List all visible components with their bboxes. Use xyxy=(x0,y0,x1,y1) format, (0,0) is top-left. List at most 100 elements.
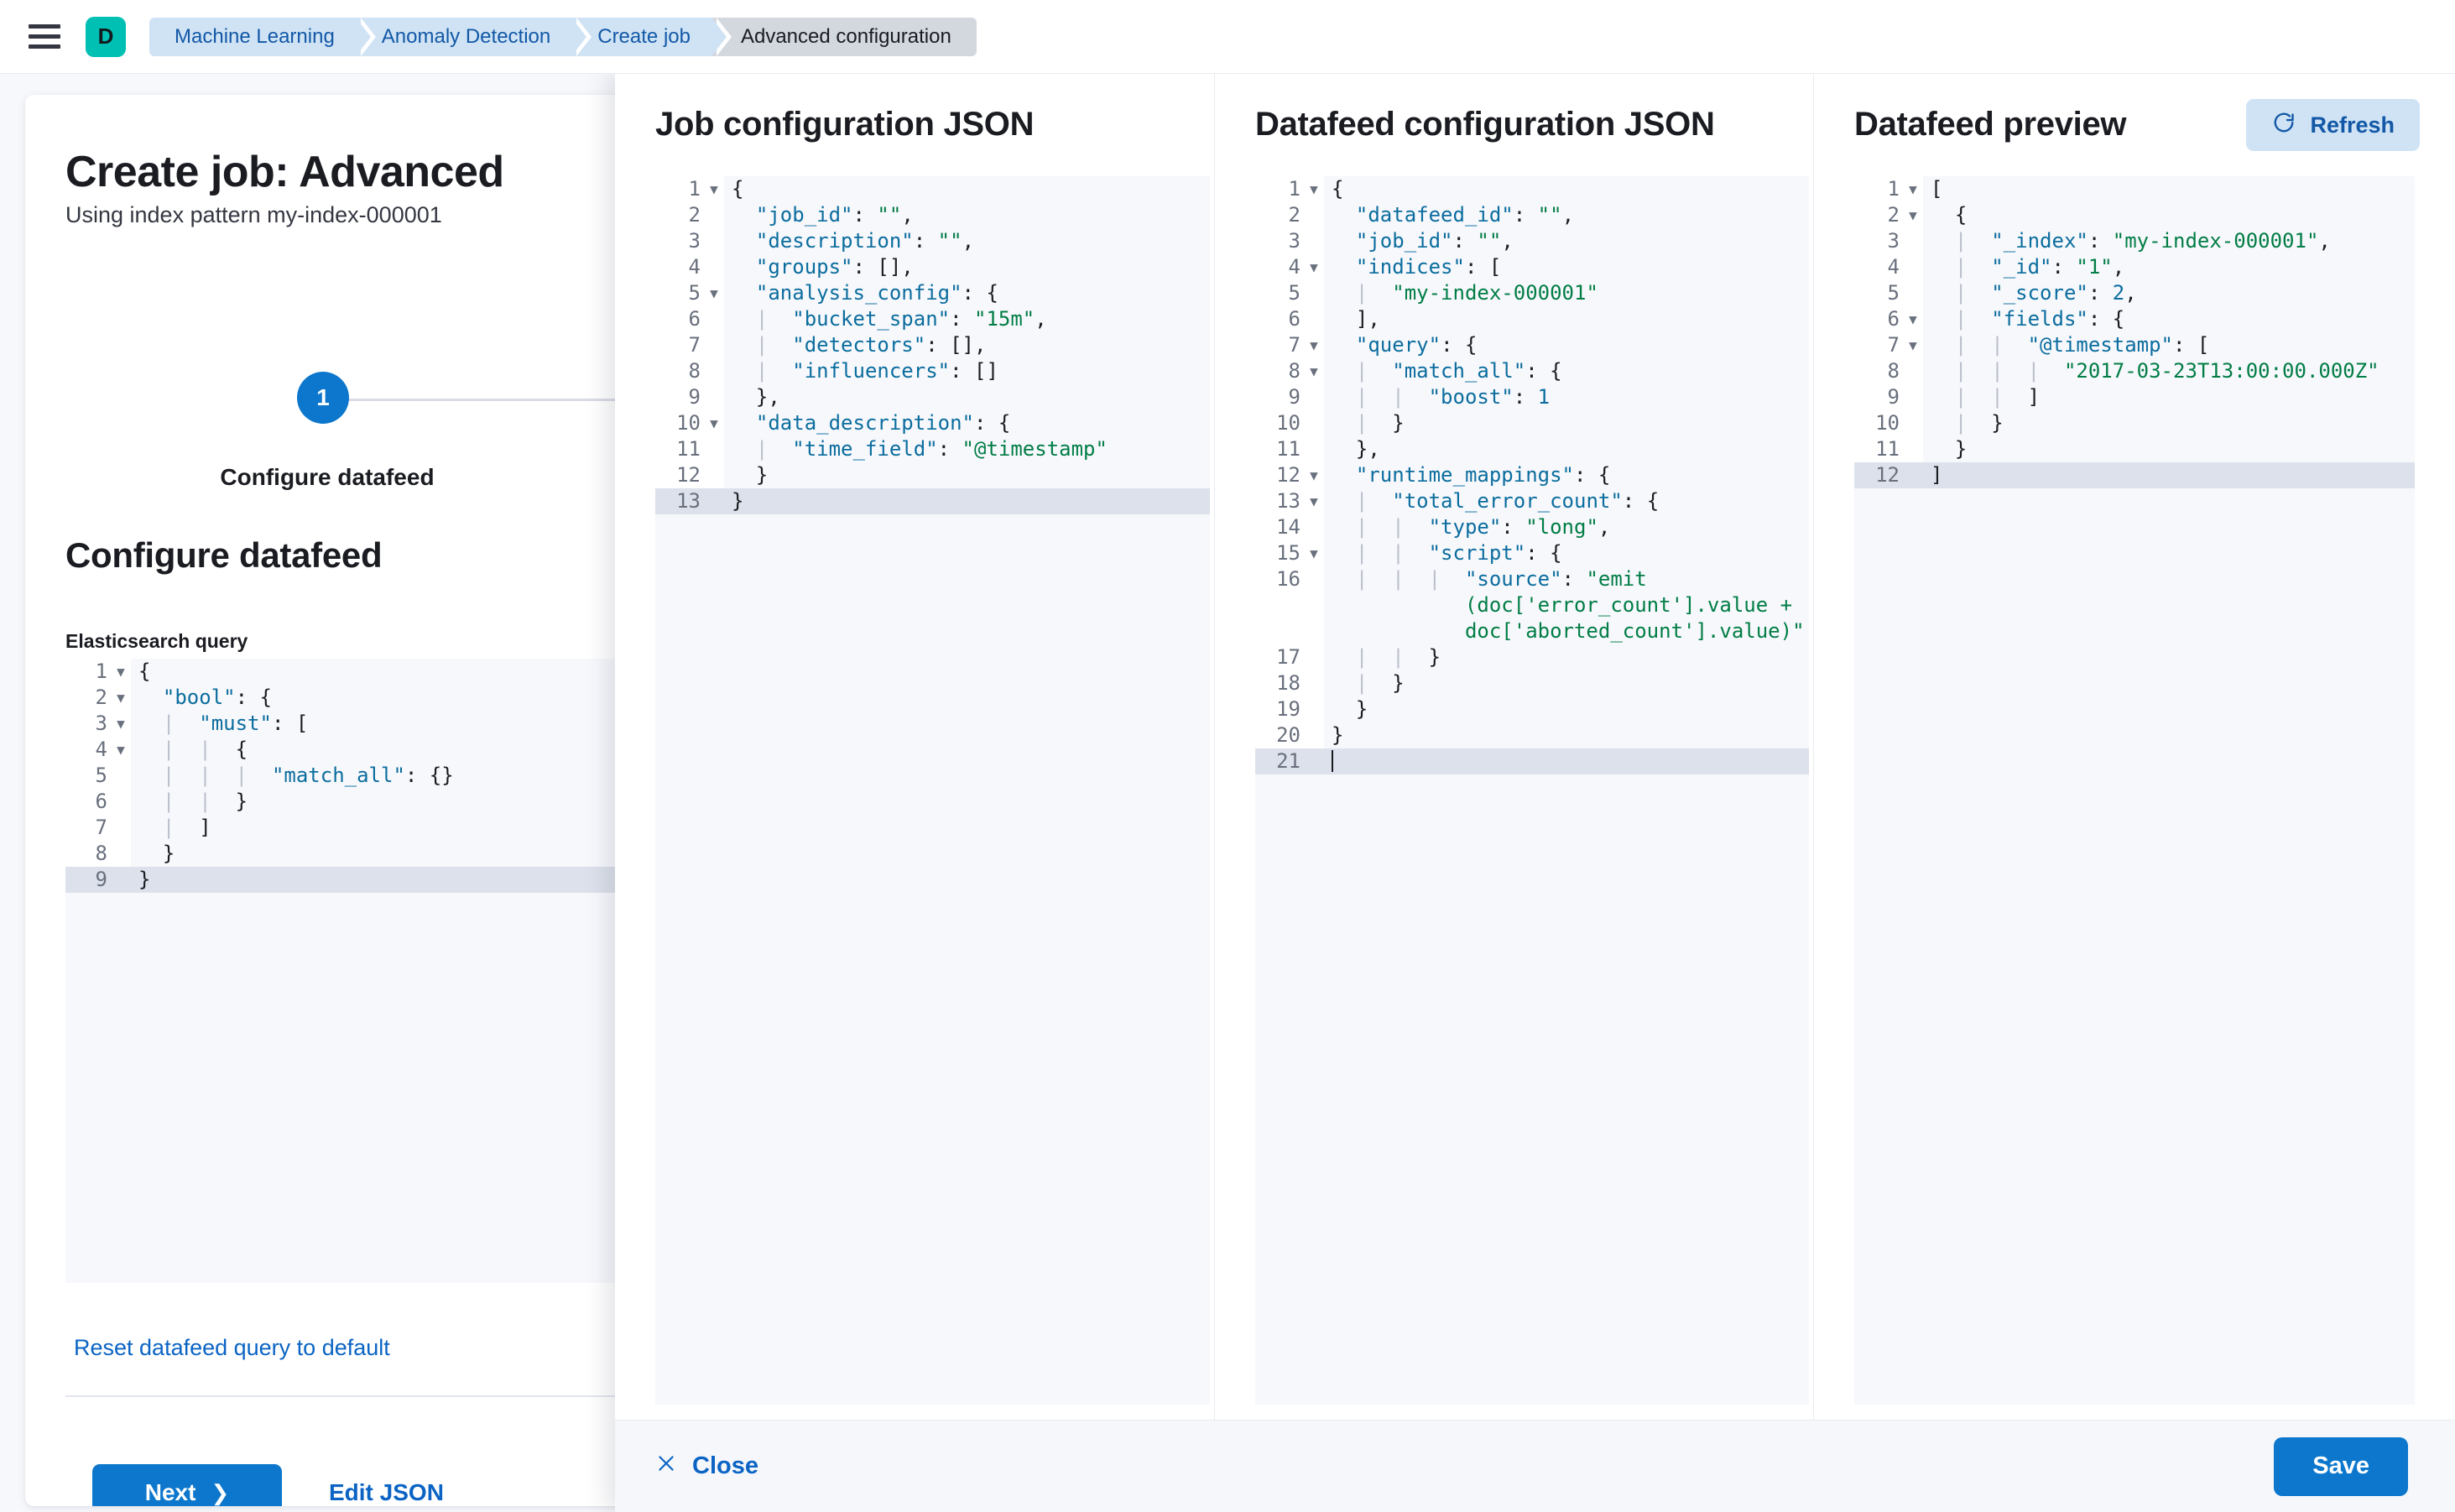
code-line: 10▼ "data_description": { xyxy=(655,410,1210,436)
code-text: | } xyxy=(1332,671,1405,695)
line-number: 3 xyxy=(65,711,111,737)
code-text: | "_id": "1", xyxy=(1931,255,2125,279)
line-number: 4 xyxy=(1255,254,1304,280)
line-number: 14 xyxy=(1255,514,1304,540)
breadcrumb-item-0[interactable]: Machine Learning xyxy=(149,17,376,56)
refresh-button-label: Refresh xyxy=(2310,112,2395,138)
refresh-icon xyxy=(2271,110,2296,141)
section-heading: Configure datafeed xyxy=(65,535,383,575)
code-text: [ xyxy=(1931,177,1943,201)
line-number: 3 xyxy=(1255,228,1304,254)
wizard-divider xyxy=(65,1395,1091,1397)
fold-toggle-icon[interactable]: ▼ xyxy=(704,176,724,202)
breadcrumb-item-label: Anomaly Detection xyxy=(381,24,551,48)
reset-datafeed-query-link[interactable]: Reset datafeed query to default xyxy=(74,1335,390,1360)
job-configuration-header: Job configuration JSON xyxy=(615,106,1214,164)
fold-spacer xyxy=(1304,696,1324,722)
fold-spacer xyxy=(1304,566,1324,644)
code-text: ] xyxy=(1931,463,1943,487)
code-line: 3 "job_id": "", xyxy=(1255,228,1809,254)
code-line: 9 }, xyxy=(655,384,1210,410)
datafeed-preview-header: Datafeed preview Refresh xyxy=(1814,99,2455,164)
code-line: 17 | | } xyxy=(1255,644,1809,670)
fold-toggle-icon[interactable]: ▼ xyxy=(1304,488,1324,514)
line-number: 5 xyxy=(1854,280,1903,306)
code-text: | | "script": { xyxy=(1332,541,1562,565)
code-line: 1▼{ xyxy=(1255,176,1809,202)
line-number: 12 xyxy=(655,462,704,488)
code-line: 7▼ "query": { xyxy=(1255,332,1809,358)
fold-toggle-icon[interactable]: ▼ xyxy=(704,410,724,436)
fold-spacer xyxy=(1304,670,1324,696)
code-line: 2 "job_id": "", xyxy=(655,202,1210,228)
fold-spacer xyxy=(111,763,131,789)
fold-toggle-icon[interactable]: ▼ xyxy=(1903,176,1923,202)
job-configuration-json-editor[interactable]: 1▼{2 "job_id": "",3 "description": "",4 … xyxy=(655,176,1210,1405)
flyout-body: Job configuration JSON 1▼{2 "job_id": ""… xyxy=(615,74,2455,1420)
fold-spacer xyxy=(1304,722,1324,748)
edit-json-link[interactable]: Edit JSON xyxy=(329,1479,444,1505)
code-text: | "match_all": { xyxy=(1332,359,1562,383)
breadcrumb-item-2[interactable]: Create job xyxy=(572,17,732,56)
close-button[interactable]: Close xyxy=(655,1452,758,1481)
line-number: 12 xyxy=(1854,462,1903,488)
fold-toggle-icon[interactable]: ▼ xyxy=(1304,462,1324,488)
code-line: 5 | "my-index-000001" xyxy=(1255,280,1809,306)
line-number: 4 xyxy=(655,254,704,280)
fold-toggle-icon[interactable]: ▼ xyxy=(1903,202,1923,228)
code-text: | "must": [ xyxy=(138,712,309,735)
step-1-circle[interactable]: 1 xyxy=(297,372,349,424)
space-avatar[interactable]: D xyxy=(86,16,126,57)
datafeed-configuration-json-editor[interactable]: 1▼{2 "datafeed_id": "",3 "job_id": "",4▼… xyxy=(1255,176,1809,1405)
line-number: 6 xyxy=(655,306,704,332)
breadcrumb-item-1[interactable]: Anomaly Detection xyxy=(356,17,592,56)
next-button[interactable]: Next ❯ xyxy=(92,1464,282,1506)
fold-toggle-icon[interactable]: ▼ xyxy=(1304,332,1324,358)
fold-toggle-icon[interactable]: ▼ xyxy=(1903,306,1923,332)
hamburger-menu-icon[interactable] xyxy=(29,23,62,51)
fold-toggle-icon[interactable]: ▼ xyxy=(1903,332,1923,358)
datafeed-preview-title: Datafeed preview xyxy=(1854,106,2127,143)
chevron-right-icon: ❯ xyxy=(211,1479,230,1505)
fold-toggle-icon[interactable]: ▼ xyxy=(1304,358,1324,384)
line-number: 10 xyxy=(1255,410,1304,436)
code-line: 8▼ | "match_all": { xyxy=(1255,358,1809,384)
fold-toggle-icon[interactable]: ▼ xyxy=(1304,254,1324,280)
code-line: 7 | "detectors": [], xyxy=(655,332,1210,358)
code-text: } xyxy=(138,868,151,891)
code-text: }, xyxy=(755,385,780,409)
line-number: 10 xyxy=(1854,410,1903,436)
code-text: | "time_field": "@timestamp" xyxy=(732,437,1108,461)
code-line: 11 }, xyxy=(1255,436,1809,462)
code-text: | | | "match_all": {} xyxy=(138,764,454,787)
line-number: 7 xyxy=(65,815,111,841)
code-text: "bool": { xyxy=(162,686,272,709)
fold-toggle-icon[interactable]: ▼ xyxy=(1304,176,1324,202)
line-number: 1 xyxy=(65,659,111,685)
save-button[interactable]: Save xyxy=(2274,1436,2408,1496)
code-line: 6 | "bucket_span": "15m", xyxy=(655,306,1210,332)
page-subtitle: Using index pattern my-index-000001 xyxy=(65,202,442,227)
fold-toggle-icon[interactable]: ▼ xyxy=(111,737,131,763)
datafeed-preview-editor[interactable]: 1▼[2▼ {3 | "_index": "my-index-000001",4… xyxy=(1854,176,2415,1405)
fold-spacer xyxy=(704,332,724,358)
fold-spacer xyxy=(1903,384,1923,410)
fold-toggle-icon[interactable]: ▼ xyxy=(704,280,724,306)
fold-toggle-icon[interactable]: ▼ xyxy=(111,711,131,737)
code-text: | "total_error_count": { xyxy=(1332,489,1660,513)
code-text: { xyxy=(732,177,744,201)
line-number: 1 xyxy=(1854,176,1903,202)
code-line: 13▼ | "total_error_count": { xyxy=(1255,488,1809,514)
fold-spacer xyxy=(111,867,131,893)
job-configuration-column: Job configuration JSON 1▼{2 "job_id": ""… xyxy=(615,74,1214,1420)
fold-toggle-icon[interactable]: ▼ xyxy=(111,659,131,685)
breadcrumb-item-3[interactable]: Advanced configuration xyxy=(711,17,977,56)
refresh-button[interactable]: Refresh xyxy=(2246,99,2420,151)
fold-spacer xyxy=(704,462,724,488)
fold-spacer xyxy=(1304,202,1324,228)
next-button-label: Next xyxy=(144,1479,196,1505)
close-button-label: Close xyxy=(692,1452,758,1479)
line-number: 11 xyxy=(1255,436,1304,462)
fold-toggle-icon[interactable]: ▼ xyxy=(1304,540,1324,566)
fold-toggle-icon[interactable]: ▼ xyxy=(111,685,131,711)
